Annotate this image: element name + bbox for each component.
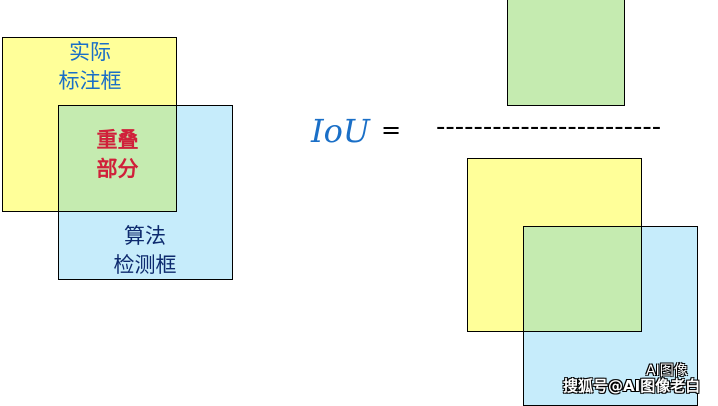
ground-truth-label-line1: 实际 xyxy=(69,40,111,64)
fraction-bar: ------------------------ xyxy=(436,112,662,142)
ground-truth-label: 实际 标注框 xyxy=(30,38,150,96)
iou-symbol: IoU xyxy=(311,112,370,150)
prediction-label-line2: 检测框 xyxy=(113,253,177,277)
prediction-label-line1: 算法 xyxy=(124,224,166,248)
overlap-label: 重叠 部分 xyxy=(58,126,177,184)
numerator-intersection-box xyxy=(507,0,625,106)
overlap-label-line2: 部分 xyxy=(96,157,139,181)
ground-truth-label-line2: 标注框 xyxy=(58,69,122,93)
prediction-label: 算法 检测框 xyxy=(85,222,205,280)
denominator-overlap-region xyxy=(523,226,642,332)
overlap-region xyxy=(58,105,177,212)
watermark-line2: 搜狐号@AI图像老白 xyxy=(563,377,701,395)
overlap-label-line1: 重叠 xyxy=(96,128,139,152)
equals-sign: = xyxy=(381,116,402,144)
watermark-line1: AI图像 xyxy=(646,363,688,379)
